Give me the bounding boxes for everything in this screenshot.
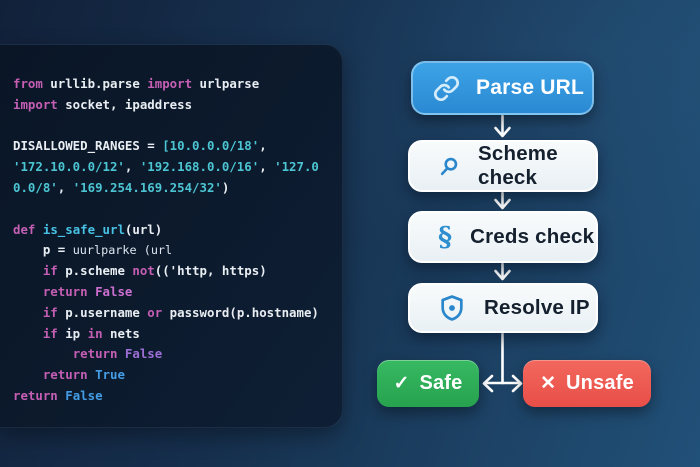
flow-node-safe: ✓ Safe [377,360,479,407]
flow-node-creds-check: § Creds check [408,211,598,263]
flow-node-scheme-check: Scheme check [408,140,598,192]
flow-node-resolve-ip: Resolve IP [408,283,598,333]
search-icon [440,157,458,175]
shield-icon [441,295,463,321]
link-icon [433,75,460,101]
flow-node-label: Scheme check [478,142,558,189]
flow-node-parse-url: Parse URL [411,61,594,115]
flow-node-label: Safe [419,372,463,394]
flow-node-label: Creds check [470,225,595,248]
check-icon: ✓ [393,373,410,394]
flow-node-label: Parse URL [476,76,585,99]
flow-node-unsafe: ✕ Unsafe [523,360,651,407]
x-icon: ✕ [540,373,557,394]
section-sign-icon: § [438,221,453,253]
flow-node-label: Unsafe [566,372,634,394]
flow-node-label: Resolve IP [484,296,590,319]
